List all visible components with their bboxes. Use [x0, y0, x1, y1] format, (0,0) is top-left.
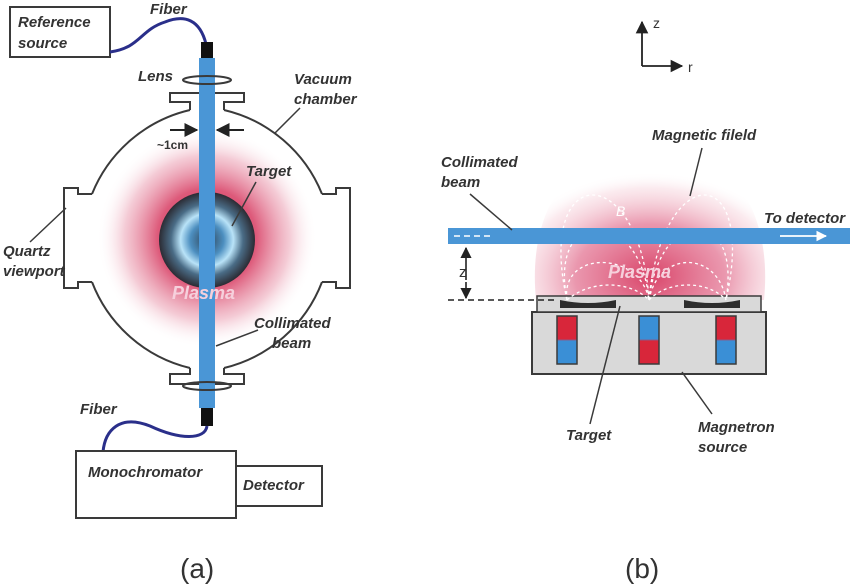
- lens-top: [182, 75, 232, 85]
- reference-source-label-2: source: [18, 35, 67, 52]
- to-detector-label: To detector: [764, 210, 846, 227]
- reference-source-box: [9, 6, 111, 58]
- collimated-beam-b: [448, 228, 850, 244]
- axis-z-label: z: [653, 15, 660, 31]
- vacuum-chamber-label-2: chamber: [294, 91, 358, 108]
- target-label-b: Target: [566, 427, 612, 444]
- magnetic-field-lines: [560, 194, 734, 301]
- collimated-beam-leader-b: [469, 193, 513, 231]
- detector-box: [235, 465, 323, 507]
- beam-width-label: ~1cm: [157, 138, 188, 152]
- collimated-beam-label-b-1: Collimated: [441, 154, 519, 171]
- plasma-label-a: Plasma: [172, 283, 235, 303]
- vacuum-chamber-label-1: Vacuum: [294, 71, 352, 88]
- collimated-beam-label-b-2: beam: [441, 174, 480, 191]
- fiber-connector-bottom: [201, 408, 213, 426]
- fiber-connector-top: [201, 42, 213, 58]
- magnet-left: [556, 315, 578, 365]
- panel-a: Reference source Fiber: [3, 1, 358, 584]
- axis-r-label: r: [688, 59, 693, 75]
- caption-b: (b): [625, 553, 659, 584]
- magnetic-field-label: Magnetic fileld: [652, 127, 757, 144]
- vacuum-chamber-leader: [274, 107, 301, 134]
- monochromator-label: Monochromator: [88, 464, 203, 481]
- magnetic-field-leader: [689, 147, 703, 197]
- fiber-bottom: [101, 420, 209, 453]
- field-symbol-label: B: [616, 203, 625, 219]
- fiber-bottom-label: Fiber: [80, 401, 118, 418]
- fiber-top: [109, 17, 208, 54]
- magnetron-source-label-2: source: [698, 439, 747, 456]
- magnetron-source-label-1: Magnetron: [698, 419, 775, 436]
- target-leader-a: [231, 181, 257, 227]
- collimated-beam-label-a-1: Collimated: [254, 315, 332, 332]
- collimated-beam-leader-a: [215, 329, 259, 347]
- lens-label: Lens: [138, 68, 173, 85]
- target-leader-b: [589, 305, 621, 425]
- caption-a: (a): [180, 553, 214, 584]
- quartz-viewport-label-2: viewport: [3, 263, 66, 280]
- reference-source-label-1: Reference: [18, 14, 91, 31]
- collimated-beam-label-a-2: beam: [272, 335, 311, 352]
- target-label-a: Target: [246, 163, 292, 180]
- panel-b: z r To detector: [441, 15, 850, 584]
- lens-bottom: [182, 381, 232, 391]
- height-label: z: [459, 264, 467, 281]
- magnet-right: [715, 315, 737, 365]
- target-erosion: [560, 300, 740, 308]
- quartz-viewport-leader: [29, 207, 67, 243]
- plasma-cloud-b: [534, 140, 766, 300]
- collimated-beam-a: [199, 58, 215, 408]
- magnetron-source-leader: [681, 371, 713, 415]
- monochromator-box: [75, 450, 237, 519]
- fiber-top-label: Fiber: [150, 1, 188, 18]
- magnet-middle: [638, 315, 660, 365]
- detector-label: Detector: [243, 477, 305, 494]
- plasma-label-b: Plasma: [608, 262, 671, 282]
- quartz-viewport-label-1: Quartz: [3, 243, 51, 260]
